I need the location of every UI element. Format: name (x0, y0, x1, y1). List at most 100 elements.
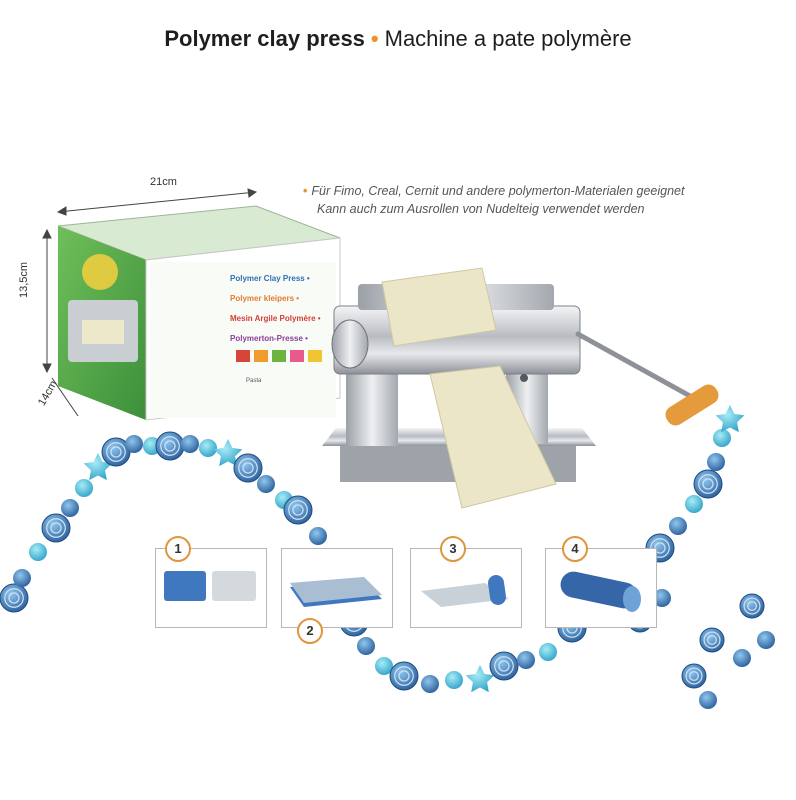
description-line-2: Kann auch zum Ausrollen von Nudelteig ve… (317, 202, 645, 216)
step-badge-4: 4 (562, 536, 588, 562)
box-swatch (308, 350, 322, 362)
bead-swirl-ring (703, 631, 721, 649)
clay-slab-blue (164, 571, 206, 601)
bead-round (181, 435, 199, 453)
bead-swirl-ring (707, 635, 717, 645)
bead-round (707, 453, 725, 471)
bead-aqua (539, 643, 557, 661)
bead-swirl (693, 469, 723, 499)
bead-round (699, 691, 717, 709)
bead-swirl (283, 495, 313, 525)
step-1-illustration (164, 571, 256, 601)
dimension-width-label: 21cm (150, 176, 177, 188)
box-swatch (272, 350, 286, 362)
bead-round (309, 527, 327, 545)
box-line-1: Polymer Clay Press • (230, 274, 310, 283)
bead-swirl (489, 651, 519, 681)
bead-swirl-ring (8, 592, 20, 604)
height-arrow-head-top (42, 228, 52, 239)
bead-round (13, 569, 31, 587)
step-3-illustration (421, 575, 509, 607)
step-panel-4 (545, 548, 657, 628)
bead-star-icon (715, 405, 745, 433)
title-english: Polymer clay press (164, 26, 365, 51)
crank-handle (665, 384, 719, 426)
bead-aqua (199, 439, 217, 457)
bead-swirl-ring (160, 436, 180, 456)
bead-swirl-ring (398, 670, 410, 682)
bead-swirl (41, 513, 71, 543)
bead-swirl-ring (498, 660, 510, 672)
bead-star-icon (83, 453, 113, 481)
bead-round (257, 475, 275, 493)
box-line-2: Polymer kleipers • (230, 294, 299, 303)
box-front-panel (150, 262, 336, 418)
bead-swirl-ring (106, 442, 126, 462)
box-swatch (236, 350, 250, 362)
bead-round (61, 499, 79, 517)
bead-round (669, 517, 687, 535)
box-line-3: Mesin Argile Polymère • (230, 314, 321, 323)
clay-layer-stacked (290, 577, 382, 603)
bead-round (733, 649, 751, 667)
bead-swirl-ring (242, 462, 254, 474)
crank-arm (575, 331, 693, 399)
box-line-4: Polymerton-Presse • (230, 334, 308, 343)
step-badge-2: 2 (297, 618, 323, 644)
step-4-illustration (560, 571, 641, 612)
bead-swirl-ring (110, 446, 122, 458)
dimension-height-label: 13,5cm (18, 261, 30, 298)
bead-star-icon (213, 439, 243, 467)
bead-swirl (233, 453, 263, 483)
bead-swirl-ring (698, 474, 718, 494)
box-logo-icon (82, 254, 118, 290)
clay-press-machine (322, 267, 719, 509)
clay-roll-cylinder (560, 571, 638, 609)
product-description: •Für Fimo, Creal, Cernit und andere poly… (303, 182, 773, 218)
bullet-icon: • (303, 184, 308, 198)
clay-slab-white (212, 571, 256, 601)
bead-swirl-ring (4, 588, 24, 608)
title-separator-dot: • (370, 26, 379, 51)
width-arrow-head-left (56, 206, 67, 216)
bead-swirl-ring (46, 518, 66, 538)
step-badge-3: 3 (440, 536, 466, 562)
box-swatch (254, 350, 268, 362)
clay-rolling-sheet (421, 583, 509, 607)
bead-round (125, 435, 143, 453)
bead-round (357, 637, 375, 655)
bead-swirl-ring (494, 656, 514, 676)
bead-swirl-ring (292, 504, 304, 516)
box-clay-photo (82, 320, 124, 344)
bead-swirl-ring (50, 522, 62, 534)
bead-round (757, 631, 775, 649)
bead-aqua (445, 671, 463, 689)
clay-sheet-top (381, 267, 497, 347)
bead-aqua (375, 657, 393, 675)
bead-swirl-ring (394, 666, 414, 686)
box-swatch (290, 350, 304, 362)
bead-aqua (29, 543, 47, 561)
bead-swirl-ring (288, 500, 308, 520)
step-badge-1: 1 (165, 536, 191, 562)
bead-swirl-ring (702, 478, 714, 490)
retail-box: Polymer Clay Press • Polymer kleipers • … (57, 205, 341, 421)
thickness-knob-icon (331, 319, 369, 369)
bead-round (653, 589, 671, 607)
step-2-illustration (290, 577, 382, 607)
height-arrow-head-bottom (42, 363, 52, 374)
page-title: Polymer clay press•Machine a pate polymè… (0, 26, 796, 52)
step-panel-1 (155, 548, 267, 628)
bead-swirl-ring (747, 601, 757, 611)
bead-aqua (713, 429, 731, 447)
clay-roll-end-icon (623, 586, 641, 612)
width-arrow (57, 191, 257, 213)
bead-swirl-ring (743, 597, 761, 615)
width-arrow-head-right (247, 188, 258, 198)
description-line-1: Für Fimo, Creal, Cernit und andere polym… (311, 184, 685, 198)
box-color-swatches (236, 350, 322, 362)
box-small-label: Pasta (246, 378, 262, 384)
bead-swirl-ring (238, 458, 258, 478)
dimension-arrows (42, 188, 258, 417)
